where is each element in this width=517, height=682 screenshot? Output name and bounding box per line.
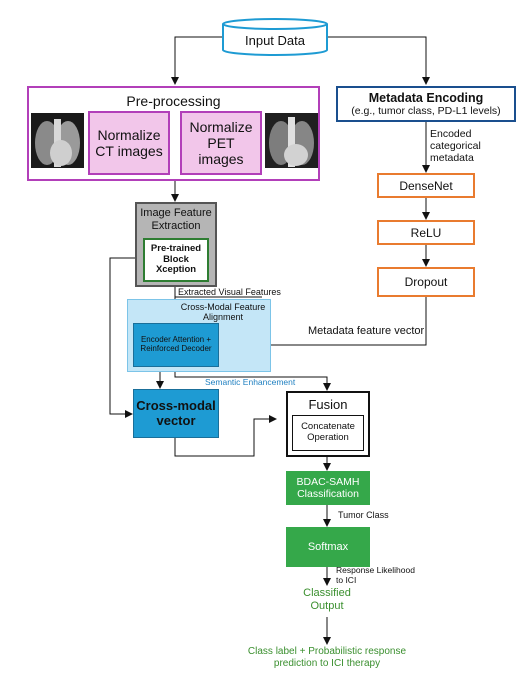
- extracted-visual-features-label: Extracted Visual Features: [178, 287, 281, 297]
- encoded-metadata-label: Encoded categorical metadata: [430, 128, 481, 165]
- preprocessing-box: Pre-processing Normalize CT images Norma…: [27, 86, 320, 181]
- cross-modal-vector-label: Cross-modal vector: [136, 397, 216, 428]
- semantic-enhancement-label: Semantic Enhancement: [205, 377, 296, 387]
- metadata-encoding-box: Metadata Encoding (e.g., tumor class, PD…: [336, 86, 516, 122]
- xception-box: Pre-trained Block Xception: [143, 238, 209, 282]
- encoder-attention-box: Encoder Attention + Reinforced Decoder: [133, 323, 219, 367]
- fusion-box: Fusion Concatenate Operation: [286, 391, 370, 457]
- normalize-ct-label: Normalize CT images: [95, 127, 163, 159]
- relu-box: ReLU: [377, 220, 475, 245]
- encoder-attention-label: Encoder Attention + Reinforced Decoder: [140, 335, 212, 353]
- image-feature-extraction-box: Image Feature Extraction Pre-trained Blo…: [135, 202, 217, 287]
- relu-label: ReLU: [410, 225, 442, 240]
- ct-xray-image: [31, 113, 84, 168]
- normalize-pet-label: Normalize PET images: [189, 119, 253, 167]
- arrow-dropout-to-encoder: [221, 297, 427, 349]
- densenet-label: DenseNet: [399, 178, 453, 193]
- classified-output-label: Classified Output: [303, 587, 351, 612]
- concatenate-box: Concatenate Operation: [292, 415, 364, 451]
- arrow-xception-bypass: [109, 257, 140, 418]
- dropout-box: Dropout: [377, 267, 475, 297]
- cross-modal-vector-box: Cross-modal vector: [133, 389, 219, 438]
- arrow-input-to-metadata: [328, 36, 430, 85]
- dropout-label: Dropout: [404, 275, 448, 289]
- bdac-samh-label: BDAC-SAMH Classification: [296, 475, 360, 500]
- pet-xray-image: [265, 113, 318, 168]
- input-data-label: Input Data: [245, 32, 305, 48]
- preprocessing-title: Pre-processing: [126, 93, 221, 109]
- metadata-encoding-title: Metadata Encoding: [368, 91, 484, 105]
- arrow-vector-to-concat: [174, 415, 277, 457]
- response-likelihood-label: Response Likelihood to ICI: [336, 565, 415, 585]
- softmax-label: Softmax: [307, 541, 349, 553]
- arrow-input-to-preprocessing: [171, 36, 222, 85]
- bdac-samh-box: BDAC-SAMH Classification: [286, 471, 370, 505]
- cylinder-shape: [222, 18, 328, 56]
- input-data-node: Input Data: [222, 18, 328, 56]
- concatenate-label: Concatenate Operation: [301, 421, 355, 443]
- normalize-ct-box: Normalize CT images: [88, 111, 170, 175]
- metadata-feature-vector-label: Metadata feature vector: [308, 325, 425, 337]
- final-output-label: Class label + Probabilistic response pre…: [247, 646, 407, 669]
- softmax-box: Softmax: [286, 527, 370, 567]
- image-feature-extraction-title: Image Feature Extraction: [140, 207, 212, 232]
- arrow-encoder-to-fusion: [174, 367, 331, 391]
- normalize-pet-box: Normalize PET images: [180, 111, 262, 175]
- tumor-class-label: Tumor Class: [338, 510, 389, 520]
- metadata-encoding-subtitle: (e.g., tumor class, PD-L1 levels): [351, 105, 501, 117]
- fusion-title: Fusion: [308, 396, 348, 412]
- densenet-box: DenseNet: [377, 173, 475, 198]
- cross-modal-alignment-label: Cross-Modal Feature Alignment: [180, 302, 266, 323]
- xception-label: Pre-trained Block Xception: [150, 242, 202, 276]
